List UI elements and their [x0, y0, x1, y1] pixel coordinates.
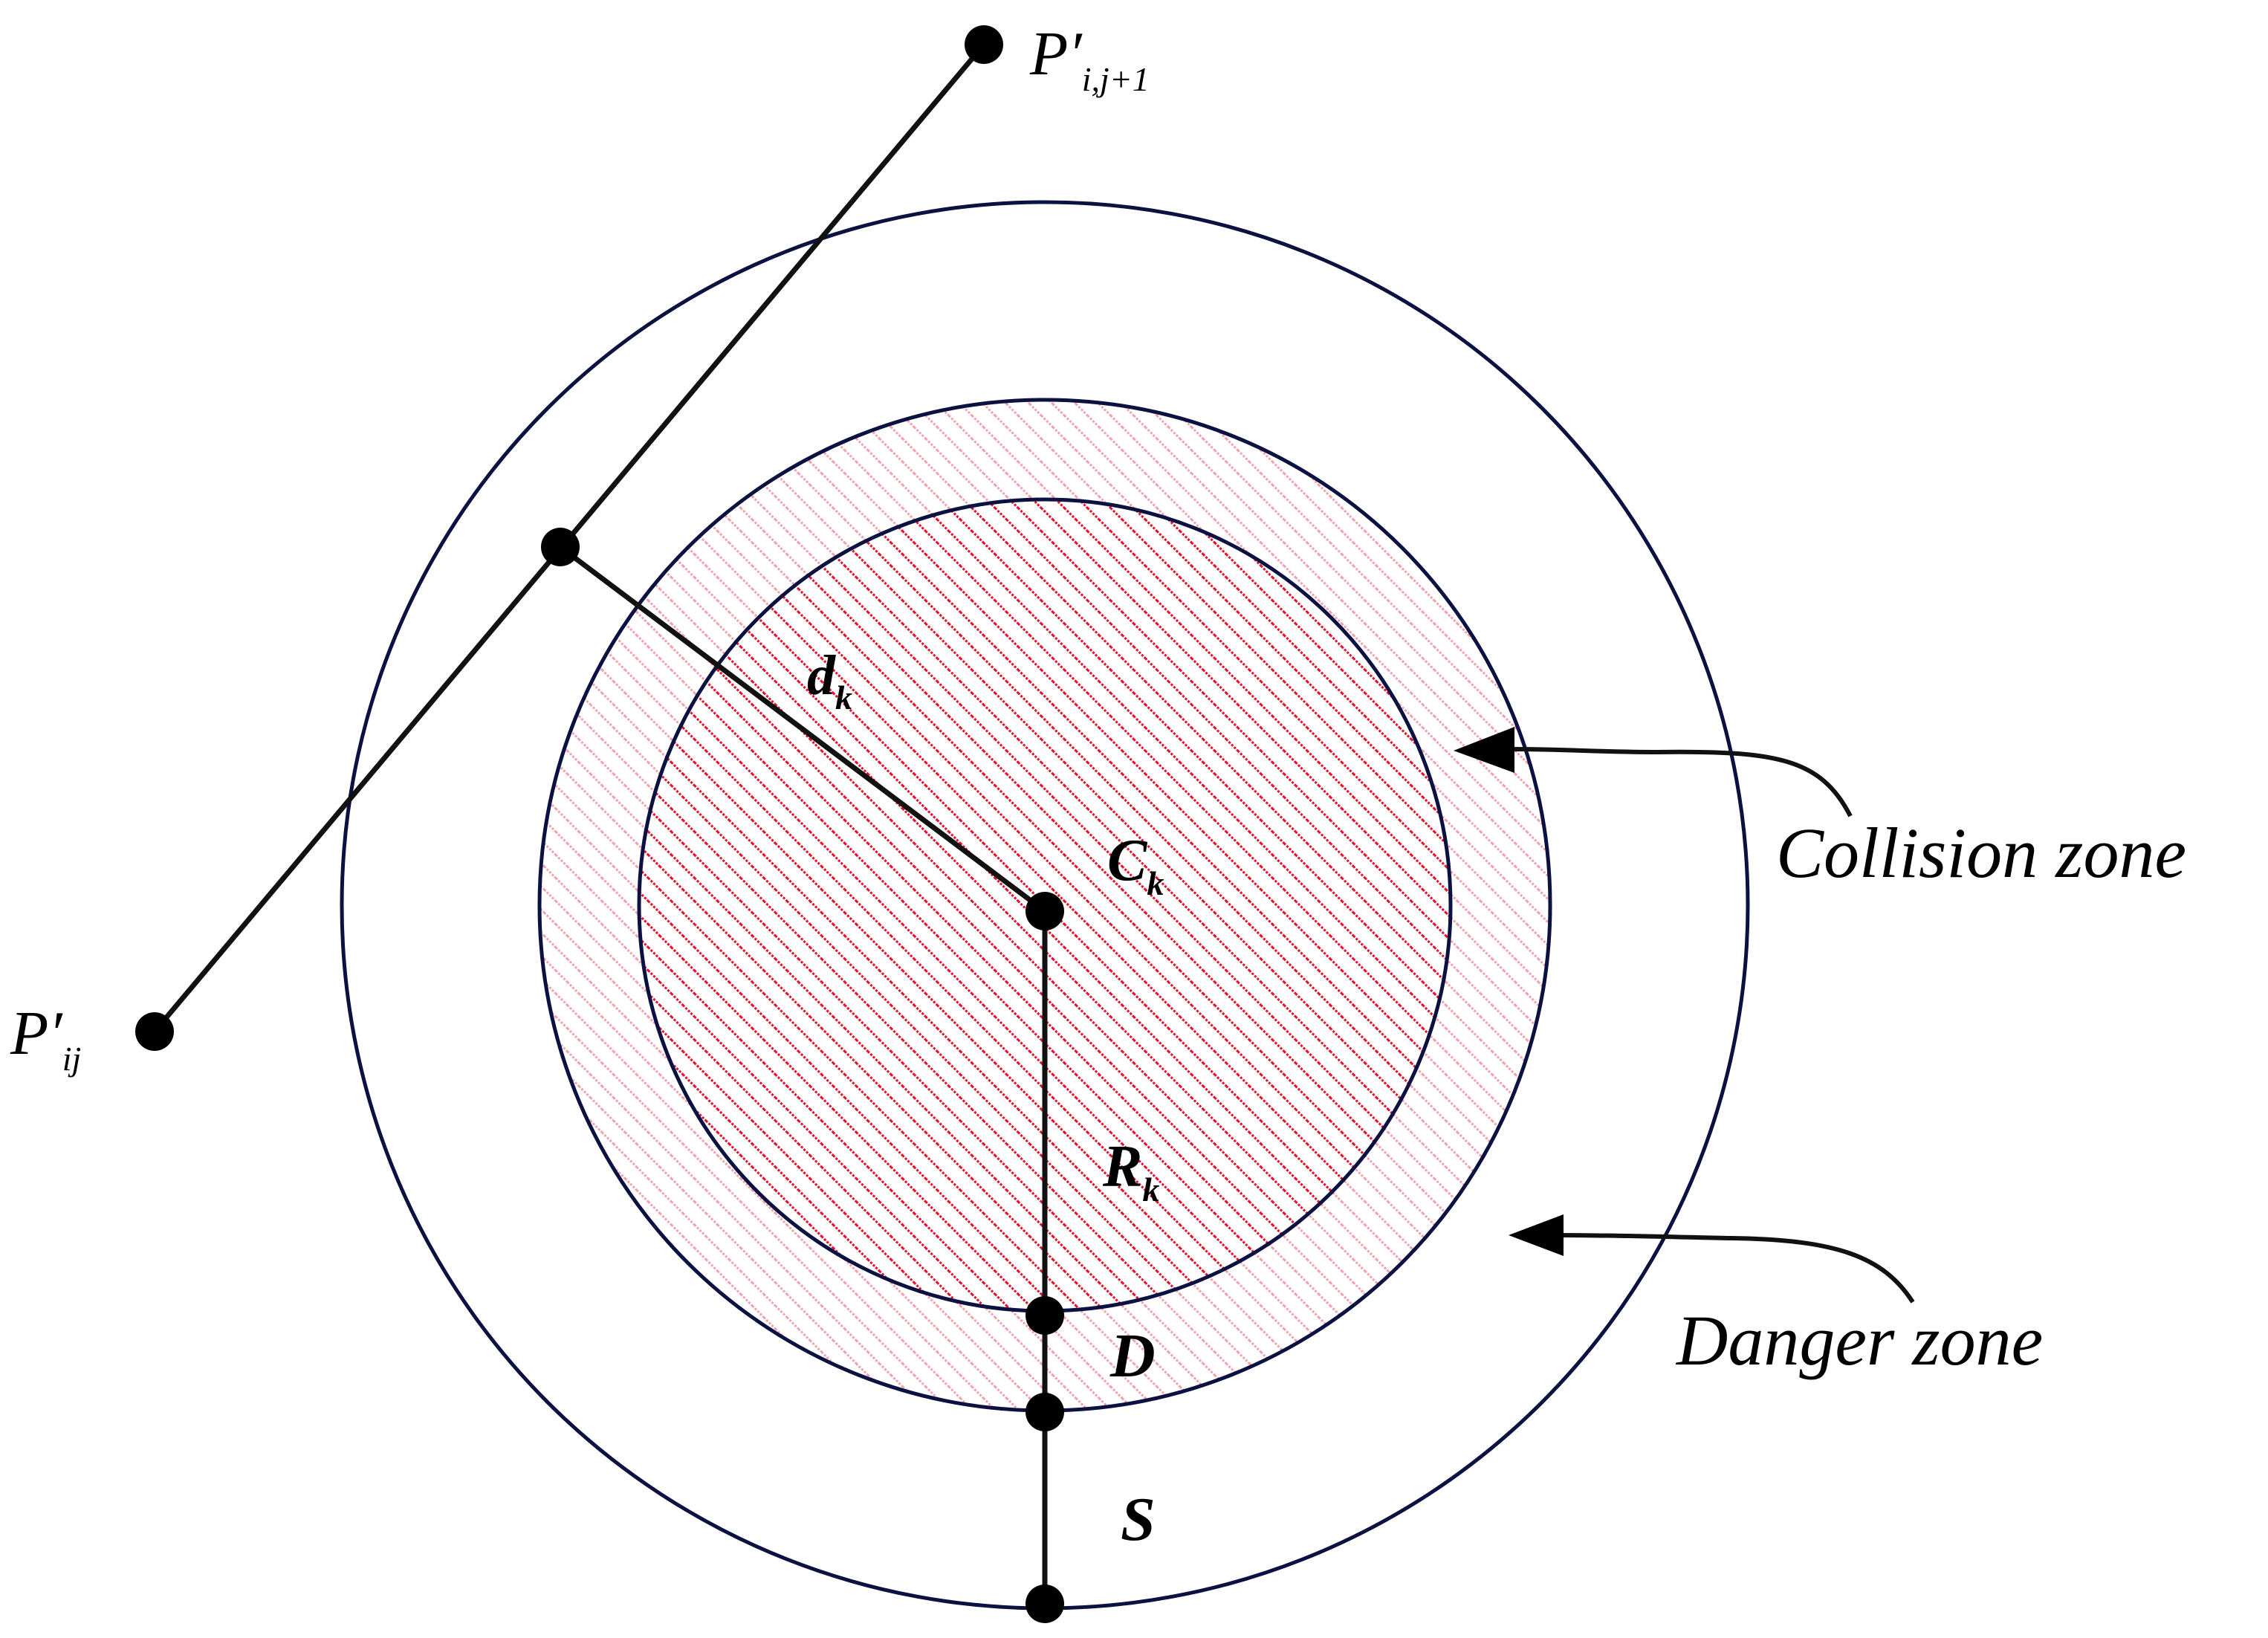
label-collision-zone: Collision zone	[1776, 813, 2186, 893]
arrow-icon	[1454, 727, 1514, 773]
danger-zone-leader	[1555, 1233, 1915, 1304]
point-icon	[135, 1012, 174, 1051]
label-ck: Ck	[1107, 828, 1164, 902]
label-p-next: P′i,j+1	[1029, 19, 1150, 98]
label-rk: Rk	[1102, 1134, 1159, 1208]
label-s: S	[1121, 1485, 1156, 1554]
point-icon	[1026, 892, 1064, 930]
label-dk: dk	[807, 644, 852, 716]
point-icon	[1026, 1584, 1064, 1623]
point-icon	[965, 25, 1003, 64]
point-icon	[1026, 1296, 1064, 1335]
point-icon	[541, 528, 580, 566]
arrow-icon	[1509, 1214, 1564, 1256]
label-p-current: P′ij	[10, 999, 81, 1078]
distance-line-dk	[558, 545, 1047, 913]
label-danger-zone: Danger zone	[1675, 1301, 2043, 1380]
collision-zone-leader	[1508, 747, 1853, 818]
point-icon	[1026, 1393, 1064, 1431]
label-d: D	[1109, 1321, 1156, 1391]
